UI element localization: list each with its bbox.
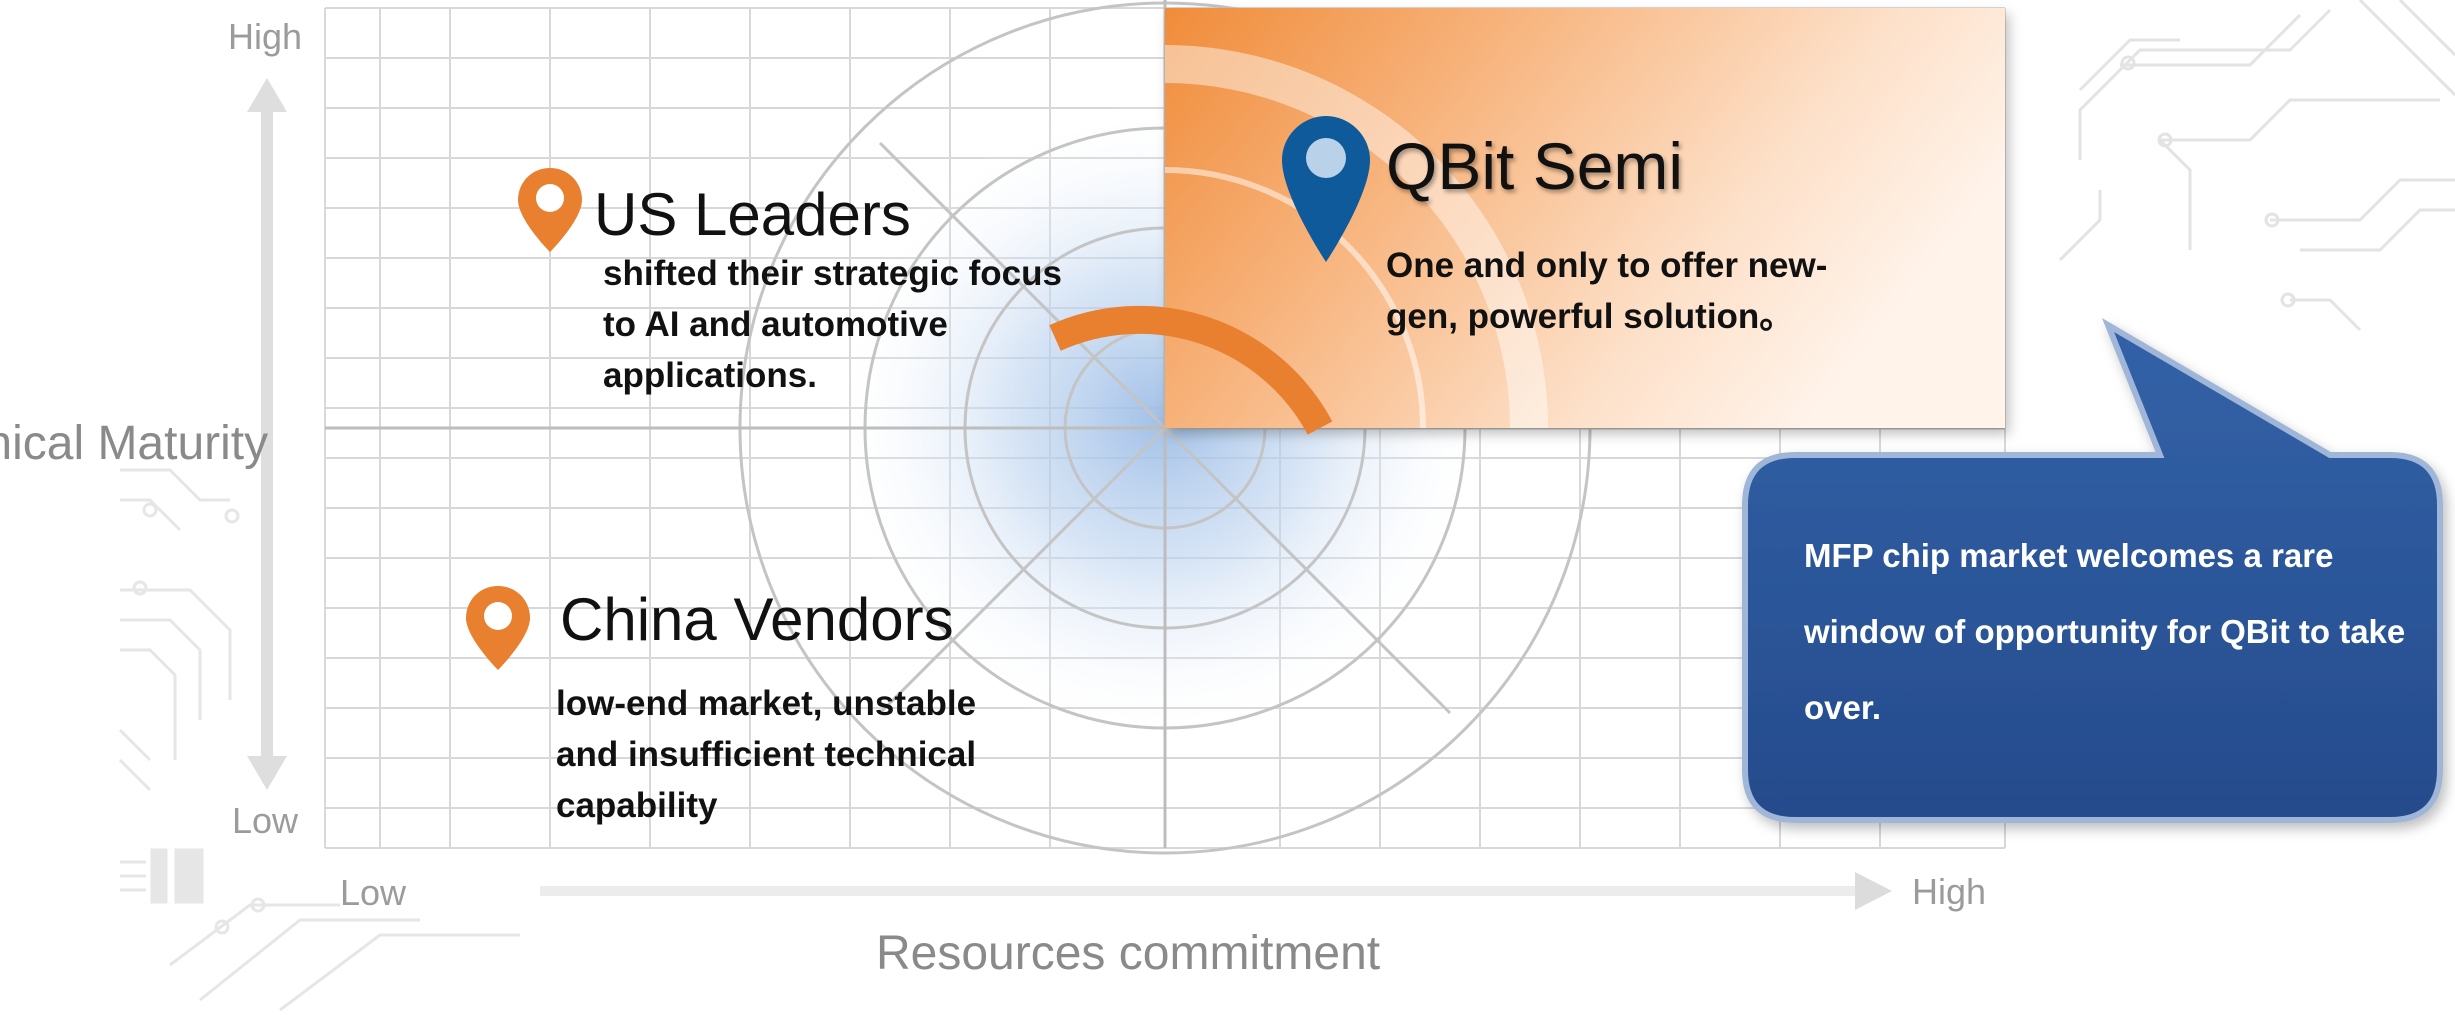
y-axis-title: Technical Maturity [0, 417, 269, 470]
qbit-semi-description: One and only to offer new-gen, powerful … [1386, 246, 1828, 336]
y-axis-high-label: High [228, 16, 303, 57]
y-axis-arrow [247, 78, 287, 790]
map-pin-icon-us [518, 168, 582, 252]
y-axis-low-label: Low [232, 800, 299, 841]
china-vendors-description: low-end market, unstable and insufficien… [556, 684, 977, 825]
us-leaders-description: shifted their strategic focus to AI and … [603, 254, 1062, 395]
x-axis-title: Resources commitment [876, 927, 1381, 980]
circuit-decoration-left [118, 468, 520, 1012]
china-vendors-title: China Vendors [560, 586, 954, 653]
map-pin-icon-qbit [1282, 116, 1370, 262]
x-axis-low-label: Low [340, 872, 407, 913]
us-leaders-title: US Leaders [594, 181, 911, 248]
qbit-semi-title: QBit Semi [1386, 129, 1684, 203]
callout-text: MFP chip market welcomes a rare window o… [1804, 537, 2406, 726]
callout-bubble [1742, 317, 2443, 823]
orange-arc [1049, 305, 1333, 435]
map-pin-icon-china [466, 586, 530, 670]
x-axis-high-label: High [1912, 871, 1987, 912]
circuit-decoration-right [2058, 0, 2455, 332]
x-axis-arrow [540, 872, 1892, 910]
